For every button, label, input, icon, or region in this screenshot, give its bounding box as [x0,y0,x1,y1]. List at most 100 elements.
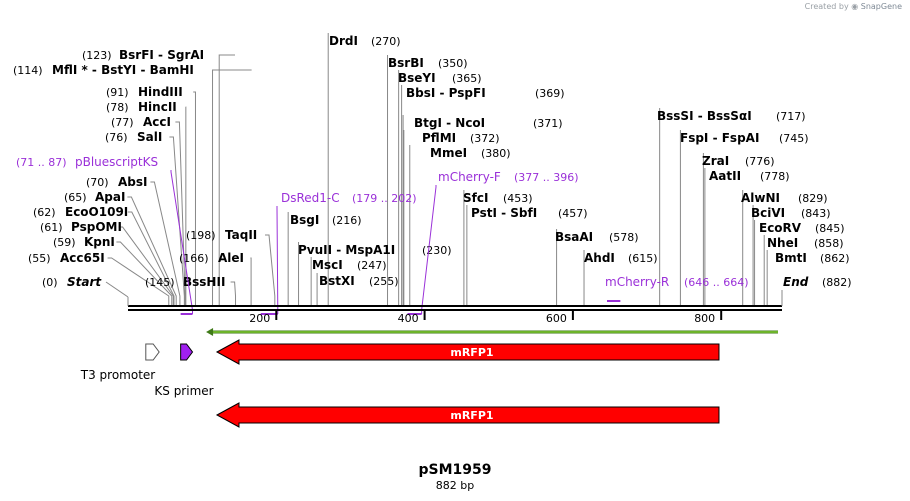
ruler-tick-label: 200 [249,312,270,325]
enzyme-site-line [150,181,181,306]
enzyme-label: ZraI [702,154,729,168]
enzyme-site-line [265,234,276,306]
enzyme-position: (371) [533,117,563,130]
snapgene-credit: Created by ◉ SnapGene [804,2,902,11]
enzyme-site-line [118,226,174,306]
map-subtitle: 882 bp [436,479,474,492]
map-title: pSM1959 [418,462,491,478]
enzyme-site-line [169,136,185,306]
enzyme-site-line [175,121,186,306]
feature-label: KS primer [154,384,213,398]
feature-arrow [145,343,160,361]
enzyme-label: BssHII [183,275,225,289]
primer-label: DsRed1-C [281,191,340,205]
primer-connector [421,185,437,314]
ruler-tick-label: 800 [694,312,715,325]
enzyme-label: Acc65I [60,251,105,265]
enzyme-position: (123) [82,49,112,62]
enzyme-label: PvuII - MspA1I [298,243,395,257]
feature-arrow [215,339,720,365]
enzyme-label: BsgI [290,213,319,227]
feature-arrow [180,343,194,361]
enzyme-position: (776) [745,155,775,168]
enzyme-label: PstI - SbfI [471,206,537,220]
enzyme-position: (70) [86,176,109,189]
enzyme-site-line [127,196,177,306]
feature-label: T3 promoter [80,368,156,382]
enzyme-site-line [230,281,237,306]
enzyme-label: BtgI - NcoI [414,116,485,130]
enzyme-position: (216) [332,214,362,227]
enzyme-label: BseYI [398,71,436,85]
enzyme-position: (717) [776,110,806,123]
primer-layer: (71 .. 87) pBluescriptKS (179 .. 202) DsRed… [16,155,749,315]
enzyme-label: BmtI [775,251,807,265]
enzyme-label: BsrFI - SgrAI [119,48,204,62]
enzyme-label: FspI - FspAI [680,131,759,145]
primer-range: (179 .. 202) [352,192,417,205]
enzyme-position: (829) [798,192,828,205]
enzyme-label: HindIII [138,85,183,99]
enzyme-label: BstXI [319,274,355,288]
ruler-tick-label: 600 [546,312,567,325]
enzyme-label: AlwNI [741,191,780,205]
enzyme-label: PspOMI [71,220,122,234]
enzyme-label: AbsI [118,175,147,189]
enzyme-position: (453) [503,192,533,205]
enzyme-label: PflMI [422,131,456,145]
enzyme-label: BbsI - PspFI [406,86,486,100]
enzyme-position: (61) [40,221,63,234]
enzyme-position: (778) [760,170,790,183]
enzyme-site-line [212,69,252,306]
primer-label: mCherry-R [605,275,669,289]
enzyme-site-line [107,257,170,306]
enzyme-position: (858) [814,237,844,250]
enzyme-position: (166) [179,252,209,265]
enzyme-position: (380) [481,147,511,160]
enzyme-label: DrdI [329,34,358,48]
enzyme-position: (62) [33,206,56,219]
enzyme-position: (270) [371,35,401,48]
enzyme-position: (369) [535,87,565,100]
start-label: Start [67,275,102,289]
enzyme-position: (230) [422,244,452,257]
enzyme-label: BciVI [751,206,785,220]
enzyme-position: (372) [470,132,500,145]
enzyme-labels: (55)Acc65I(59)KpnI(61)PspOMI(62)EcoO109I… [13,34,850,289]
enzyme-site-line [127,211,175,306]
enzyme-position: (59) [53,236,76,249]
primer-label: pBluescriptKS [75,155,158,169]
ruler-ticks: 200 400 600 800 [249,310,723,325]
enzyme-position: (145) [145,276,175,289]
enzyme-position: (615) [628,252,658,265]
enzyme-position: (78) [106,101,129,114]
ruler-tick-label: 400 [398,312,419,325]
primer-range: (71 .. 87) [16,156,67,169]
enzyme-label: MflI * - BstYI - BamHI [52,63,194,77]
enzyme-position: (845) [815,222,845,235]
enzyme-position: (247) [357,259,387,272]
enzyme-label: BssSI - BssSαI [657,109,752,123]
enzyme-label: MmeI [430,146,467,160]
enzyme-site-line [218,54,235,306]
start-position: (0) [42,276,58,289]
orf-line [206,328,778,336]
end-label: End [783,275,809,289]
feature-label: mRFP1 [450,409,493,422]
enzyme-label: EcoO109I [65,205,128,219]
enzyme-position: (862) [820,252,850,265]
primer-connector [276,206,279,314]
enzyme-label: KpnI [84,235,115,249]
enzyme-label: SalI [137,130,162,144]
primer-range: (646 .. 664) [684,276,749,289]
enzyme-position: (65) [64,191,87,204]
orf-arrow [206,328,214,336]
enzyme-label: TaqII [225,228,257,242]
enzyme-label: MscI [312,258,343,272]
feature-arrow [215,402,720,428]
enzyme-label: BsaAI [555,230,593,244]
primer-connector [170,170,194,314]
enzyme-label: AccI [143,115,171,129]
